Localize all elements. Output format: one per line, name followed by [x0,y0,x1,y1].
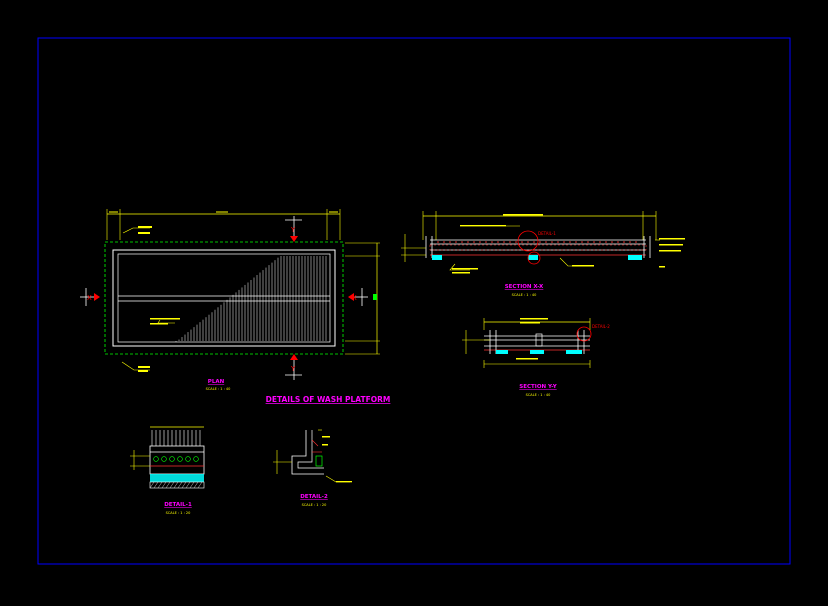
detail-1-rebar-circles [153,456,199,462]
rebar-dot [515,241,517,243]
rebar-dot [521,241,523,243]
rebar-dot [443,241,445,243]
rebar-dot [581,241,583,243]
section-yy-scale: SCALE : 1 : 40 [526,393,551,397]
detail-callout-2: DETAIL-2 [592,324,610,329]
rebar-dot [509,241,511,243]
plan-scale: SCALE : 1 : 40 [206,387,231,391]
section-yy-title: SECTION Y-Y [519,384,557,390]
section-xx-rebar-dots [437,241,637,243]
hatch-line [197,481,203,489]
detail-1-scale: SCALE : 1 : 20 [166,511,191,515]
rebar-circle [193,456,199,462]
rebar-dot [503,241,505,243]
rebar-dot [527,241,529,243]
plan-view: X X Y Y PLAN SCALE : 1 : 40 [80,209,380,391]
section-xx-view: DETAIL-1 SECTION X-X SCALE : 1 : 40 [401,211,685,297]
hatch-line [165,481,171,489]
section-yy-view: DETAIL-2 SECTION Y-Y SCALE : 1 : 40 [462,318,610,397]
rebar-dot [593,241,595,243]
section-xx-scale: SCALE : 1 : 40 [512,293,537,297]
rebar-dot [479,241,481,243]
rebar-circle [177,456,183,462]
rebar-dot [563,241,565,243]
rebar-dot [539,241,541,243]
rebar-dot [569,241,571,243]
hatch-line [193,481,199,489]
detail-1-title: DETAIL-1 [164,502,192,508]
detail-1-soil-hatch [149,481,203,489]
section-marker-x-left: X [87,294,92,302]
hatch-line [185,481,191,489]
rebar-dot [497,241,499,243]
rebar-dot [455,241,457,243]
rebar-dot [617,241,619,243]
hatch-line [153,481,159,489]
detail-1-grating-bars [151,430,201,446]
rebar-dot [467,241,469,243]
rebar-dot [485,241,487,243]
section-marker-x-right: X [352,294,357,302]
rebar-dot [611,241,613,243]
plan-grating-bars [175,256,327,342]
rebar-dot [491,241,493,243]
hatch-line [149,481,155,489]
sheet-border [37,37,791,565]
hatch-line [169,481,175,489]
rebar-dot [599,241,601,243]
rebar-dot [587,241,589,243]
section-marker-y-top: Y [290,226,296,234]
rebar-dot [449,241,451,243]
hatch-line [189,481,195,489]
hatch-line [157,481,163,489]
rebar-dot [533,241,535,243]
rebar-circle [153,456,159,462]
rebar-dot [473,241,475,243]
rebar-dot [623,241,625,243]
detail-2-title: DETAIL-2 [300,494,328,500]
rebar-dot [605,241,607,243]
hatch-line [177,481,183,489]
detail-2-scale: SCALE : 1 : 20 [302,503,327,507]
rebar-dot [551,241,553,243]
rebar-dot [575,241,577,243]
detail-1-view: DETAIL-1 SCALE : 1 : 20 [130,426,205,515]
rebar-dot [557,241,559,243]
hatch-line [173,481,179,489]
rebar-circle [161,456,167,462]
plan-title: PLAN [208,379,225,385]
rebar-dot [635,241,637,243]
hatch-line [161,481,167,489]
rebar-dot [629,241,631,243]
rebar-circle [169,456,175,462]
section-xx-title: SECTION X-X [505,284,544,290]
rebar-dot [545,241,547,243]
rebar-dot [461,241,463,243]
section-marker-y-bottom: Y [290,365,296,373]
drawing-title: DETAILS OF WASH PLATFORM [266,395,391,404]
rebar-circle [185,456,191,462]
hatch-line [181,481,187,489]
detail-2-view: DETAIL-2 SCALE : 1 : 20 [273,429,352,507]
rebar-dot [437,241,439,243]
detail-callout-1: DETAIL-1 [538,231,556,236]
